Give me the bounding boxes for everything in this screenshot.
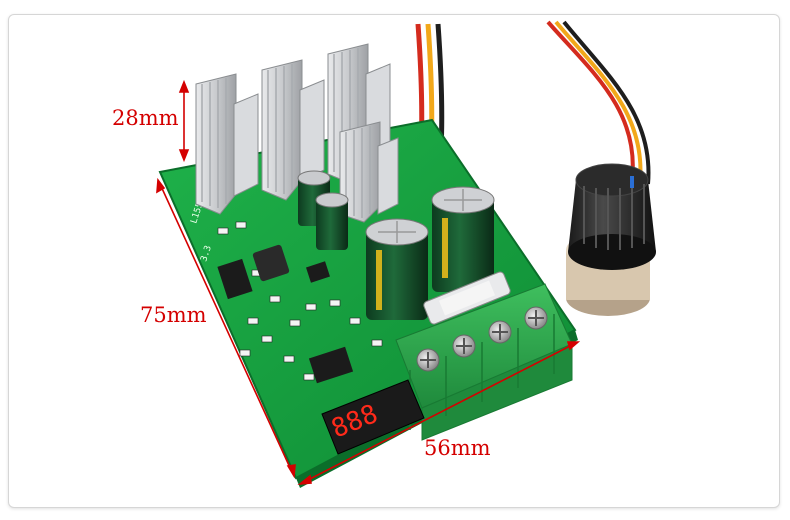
potentiometer-wires [546,20,651,185]
width-dimension-label: 56mm [424,436,491,460]
length-dimension-label: 75mm [140,303,207,327]
smd-components [217,221,383,381]
ic-chips [217,244,354,384]
potentiometer-knob [566,163,656,316]
heatsinks [195,43,399,223]
large-capacitors [365,186,495,320]
dimension-lines [156,79,581,486]
fuse [423,271,511,325]
small-capacitors [297,170,349,250]
height-dimension-label: 28mm [112,106,179,130]
terminal-screws [416,306,548,372]
vref-silkscreen-label: 3.3 [199,244,214,263]
terminal-block [395,283,573,441]
